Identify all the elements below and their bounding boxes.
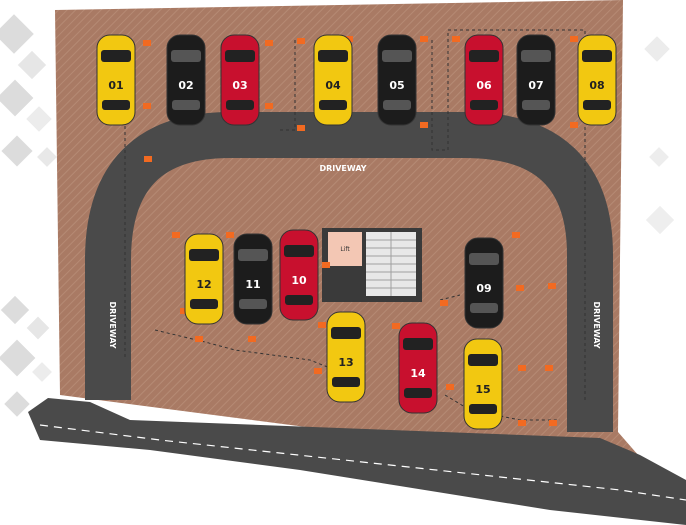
slot-number: 12 <box>196 278 211 291</box>
car-rear-window <box>285 295 313 305</box>
slot-number: 08 <box>589 79 604 92</box>
car-windshield <box>403 338 433 350</box>
parking-slot[interactable]: 01 <box>96 34 136 126</box>
car-windshield <box>318 50 348 62</box>
parking-slot[interactable]: 13 <box>326 311 366 403</box>
slot-number: 15 <box>475 383 490 396</box>
driveway-label-left: DRIVEWAY <box>108 301 117 348</box>
parking-slot[interactable]: 02 <box>166 34 206 126</box>
car-windshield <box>101 50 131 62</box>
parking-slot[interactable]: 08 <box>577 34 617 126</box>
car-rear-window <box>239 299 267 309</box>
car-windshield <box>331 327 361 339</box>
car-windshield <box>225 50 255 62</box>
car-windshield <box>284 245 314 257</box>
slot-number: 01 <box>108 79 123 92</box>
driveway-label-right: DRIVEWAY <box>592 301 601 348</box>
parking-slot[interactable]: 07 <box>516 34 556 126</box>
car-rear-window <box>102 100 130 110</box>
car-rear-window <box>332 377 360 387</box>
slot-number: 02 <box>178 79 193 92</box>
slot-number: 13 <box>338 356 353 369</box>
car-windshield <box>521 50 551 62</box>
parking-slot[interactable]: 10 <box>279 229 319 321</box>
parking-slot[interactable]: 03 <box>220 34 260 126</box>
car-windshield <box>468 354 498 366</box>
car-rear-window <box>319 100 347 110</box>
slot-number: 05 <box>389 79 404 92</box>
parking-slot[interactable]: 09 <box>464 237 504 329</box>
car-rear-window <box>172 100 200 110</box>
car-rear-window <box>470 100 498 110</box>
parking-slot[interactable]: 04 <box>313 34 353 126</box>
car-rear-window <box>469 404 497 414</box>
slot-number: 03 <box>232 79 247 92</box>
car-windshield <box>189 249 219 261</box>
stair-block: Lift <box>322 228 422 302</box>
car-windshield <box>382 50 412 62</box>
parking-slot[interactable]: 12 <box>184 233 224 325</box>
parked-cars: 01 02 03 04 05 <box>96 34 617 430</box>
car-windshield <box>171 50 201 62</box>
lift-label: Lift <box>340 246 350 253</box>
slot-number: 06 <box>476 79 492 92</box>
driveway-label-top: DRIVEWAY <box>319 164 366 173</box>
car-windshield <box>469 253 499 265</box>
driveway-road <box>28 112 686 525</box>
parking-slot[interactable]: 14 <box>398 322 438 414</box>
orange-markers <box>143 36 578 426</box>
car-rear-window <box>383 100 411 110</box>
decorative-diamonds <box>0 14 675 417</box>
slot-number: 14 <box>410 367 426 380</box>
car-windshield <box>469 50 499 62</box>
car-rear-window <box>470 303 498 313</box>
parking-slot[interactable]: 05 <box>377 34 417 126</box>
slot-number: 09 <box>476 282 491 295</box>
slot-number: 07 <box>528 79 543 92</box>
car-rear-window <box>226 100 254 110</box>
slot-number: 11 <box>245 278 260 291</box>
parking-slot[interactable]: 11 <box>233 233 273 325</box>
car-windshield <box>582 50 612 62</box>
car-rear-window <box>404 388 432 398</box>
car-windshield <box>238 249 268 261</box>
car-rear-window <box>190 299 218 309</box>
slot-number: 10 <box>291 274 307 287</box>
slot-number: 04 <box>325 79 341 92</box>
car-rear-window <box>522 100 550 110</box>
car-rear-window <box>583 100 611 110</box>
parking-slot[interactable]: 15 <box>463 338 503 430</box>
parking-slot[interactable]: 06 <box>464 34 504 126</box>
